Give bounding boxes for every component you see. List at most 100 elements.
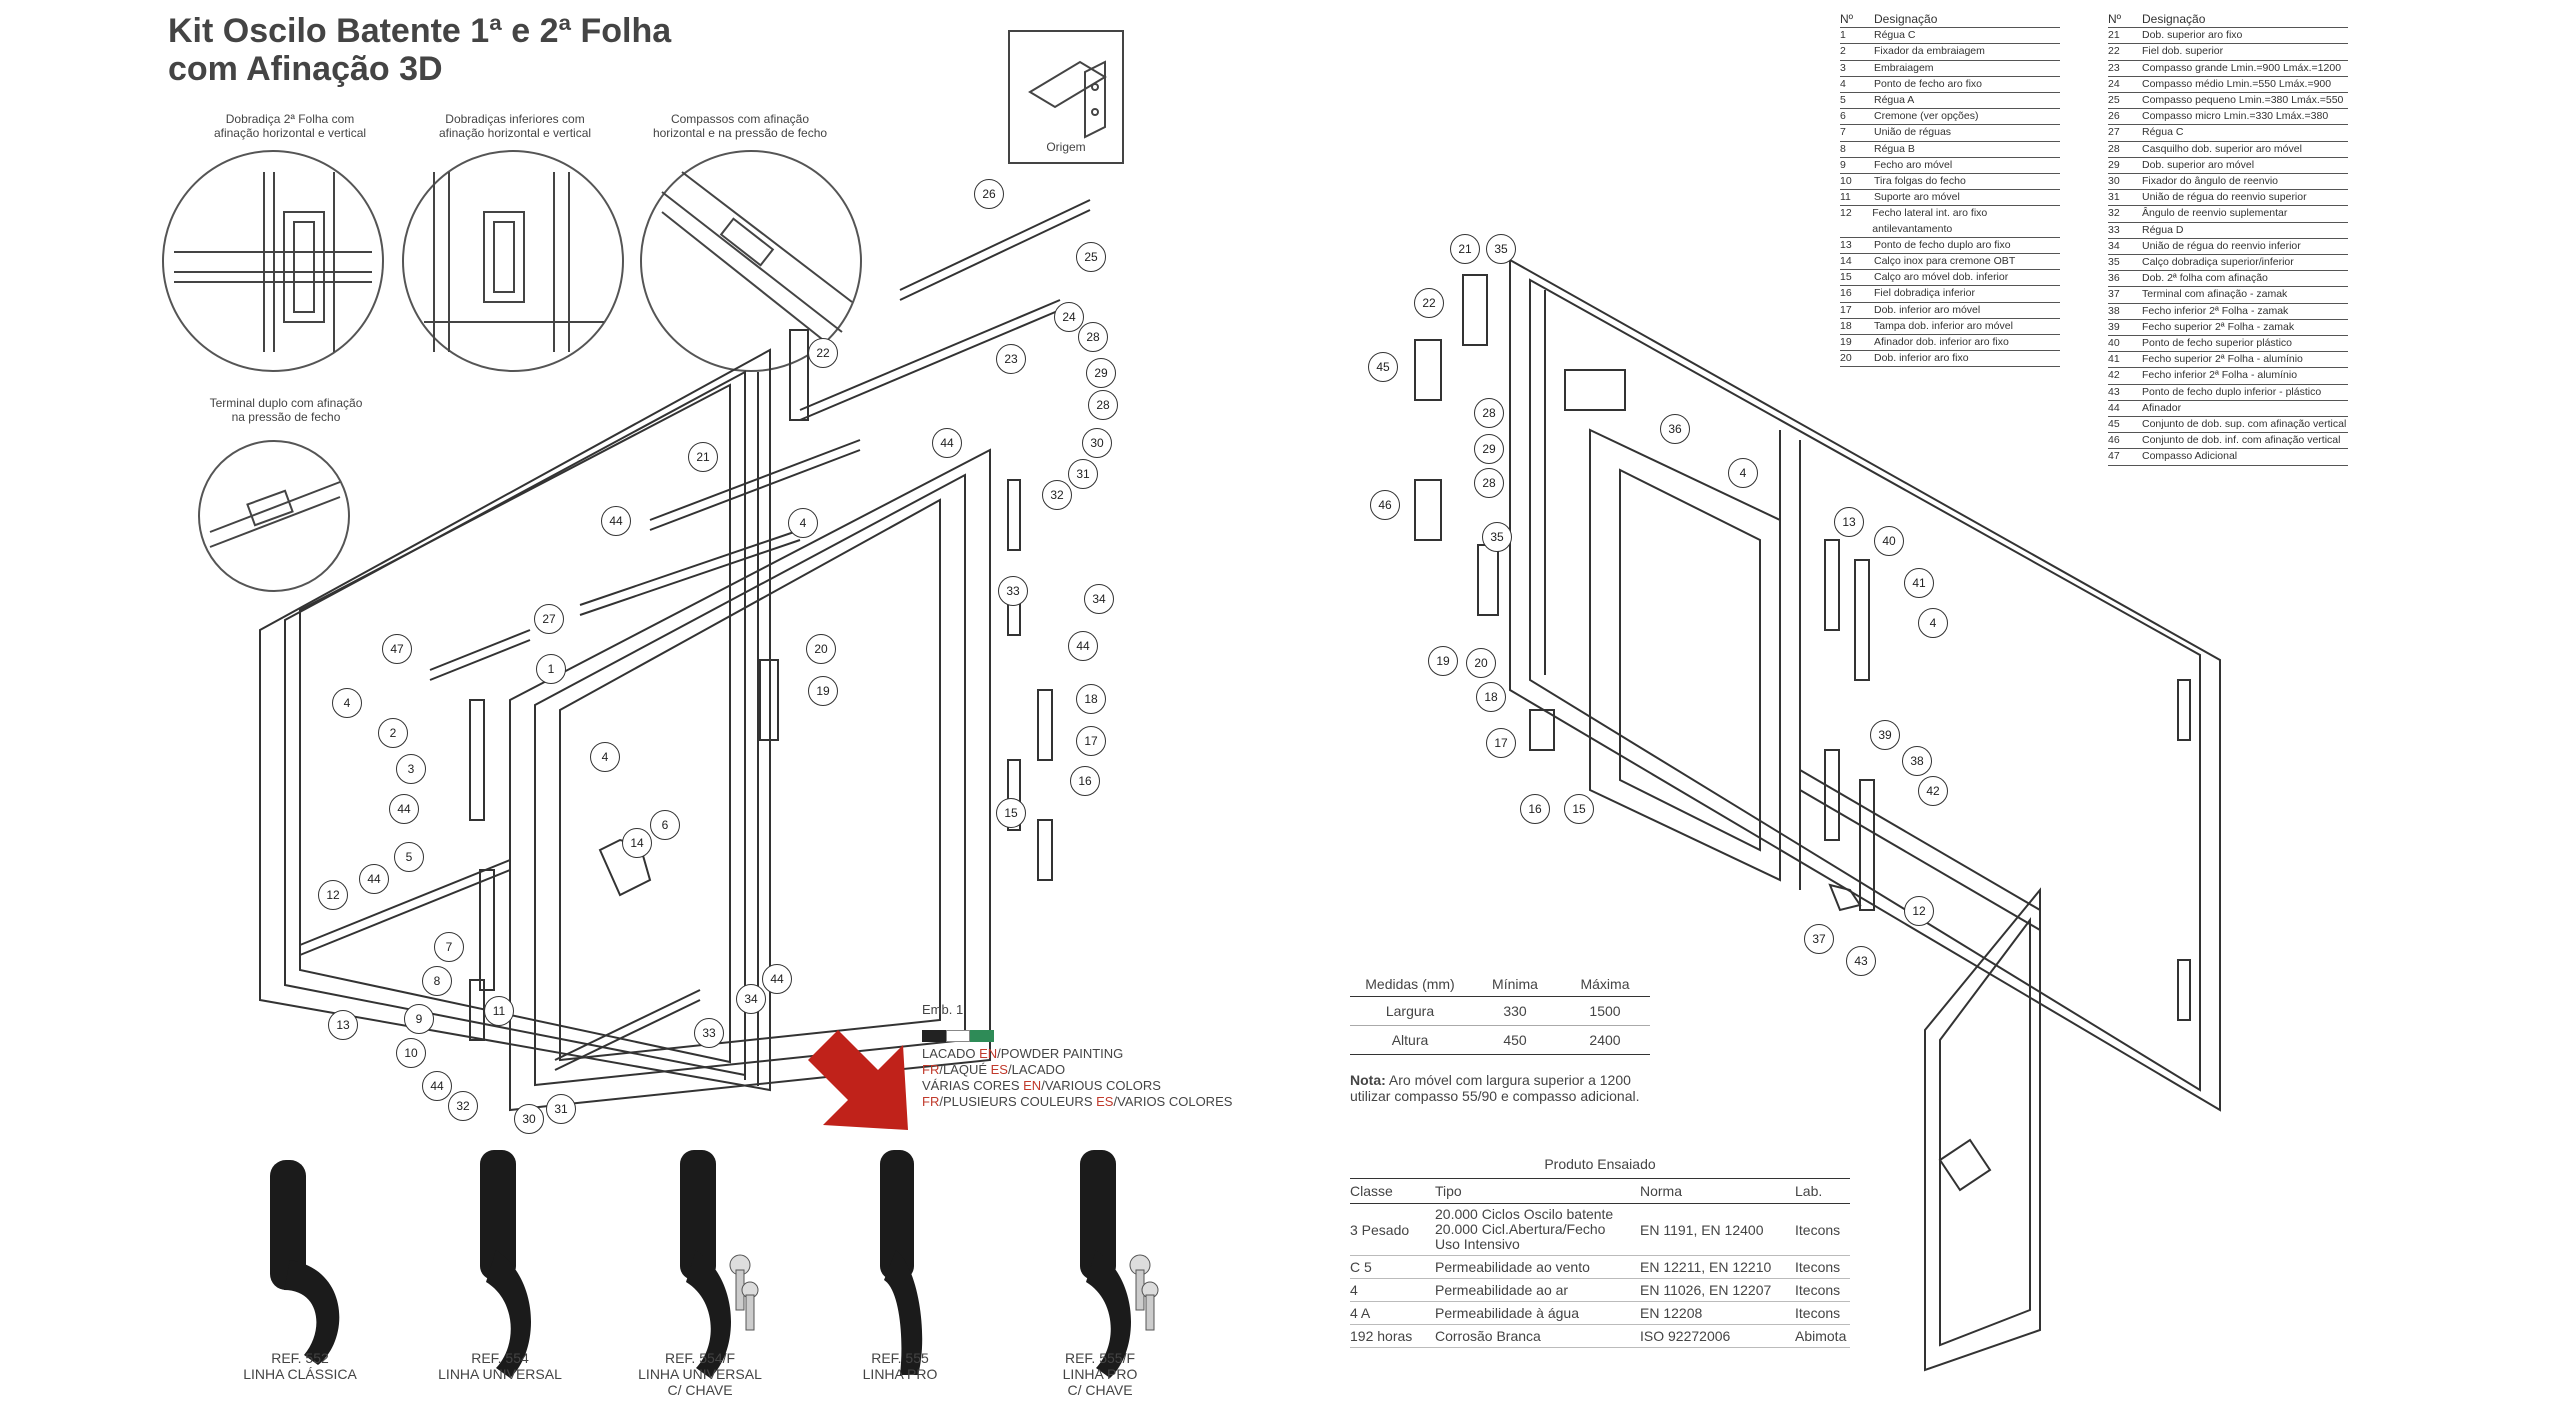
- detail-circle-compasso: [640, 150, 862, 372]
- legend-number: 24: [2108, 77, 2120, 90]
- legend-designation: Régua C: [1874, 29, 1916, 42]
- legend-number: 13: [1840, 238, 1852, 251]
- tested-type-line: Permeabilidade ao vento: [1435, 1258, 1590, 1275]
- swatch-green: [970, 1030, 994, 1042]
- legend-number: 28: [2108, 142, 2120, 155]
- exploded-view-left: [259, 199, 1091, 1112]
- legend-designation: Fixador da embraiagem: [1874, 45, 1985, 58]
- page-title: Kit Oscilo Batente 1ª e 2ª Folha com Afi…: [168, 12, 671, 88]
- legend-number: 47: [2108, 450, 2120, 463]
- legend-number: 4: [1840, 77, 1846, 90]
- handle-ref: REF. 552: [271, 1350, 329, 1366]
- legend-number: 17: [1840, 303, 1852, 316]
- tested-class: 3 Pesado: [1350, 1221, 1410, 1238]
- part-balloon-30: 30: [1082, 428, 1112, 458]
- legend-designation: Fecho superior 2ª Folha - zamak: [2142, 320, 2295, 333]
- legend-number: 32: [2108, 207, 2120, 220]
- tested-type-line: Uso Intensivo: [1435, 1236, 1520, 1252]
- origem-bracket-drawing: [1028, 60, 1107, 139]
- part-balloon-15: 15: [996, 798, 1026, 828]
- part-balloon-7: 7: [434, 932, 464, 962]
- tested-type-line: Corrosão Branca: [1435, 1327, 1541, 1344]
- part-balloon-37: 37: [1804, 924, 1834, 954]
- legend-designation: Conjunto de dob. inf. com afinação verti…: [2142, 434, 2341, 447]
- title-line-2: com Afinação 3D: [168, 50, 443, 88]
- legend-row: 17 Dob. inferior aro móvel: [1840, 303, 2060, 319]
- part-balloon-44: 44: [359, 864, 389, 894]
- legend-number: 16: [1840, 287, 1852, 300]
- callout-terminal-duplo: Terminal duplo com afinação na pressão d…: [209, 396, 363, 424]
- tested-norm: EN 12208: [1640, 1305, 1703, 1321]
- legend-number: 26: [2108, 110, 2120, 123]
- legend-number: 5: [1840, 94, 1846, 107]
- legend-designation: União de régua do reenvio superior: [2142, 191, 2307, 204]
- handle-line: LINHA PRO: [1062, 1366, 1138, 1382]
- legend-designation: Régua D: [2142, 223, 2184, 236]
- legend-number: 46: [2108, 434, 2120, 447]
- tested-class: C 5: [1350, 1259, 1372, 1275]
- title-line-1: Kit Oscilo Batente 1ª e 2ª Folha: [168, 12, 672, 50]
- legend-number: 3: [1840, 61, 1846, 74]
- part-balloon-10: 10: [396, 1038, 426, 1068]
- legend-number: 6: [1840, 110, 1846, 123]
- finish-text: LACADO EN/POWDER PAINTING FR/LAQUÉ ES/LA…: [922, 1046, 1262, 1110]
- legend-header-1: Nº Designação: [1840, 12, 2060, 29]
- legend-designation: Fixador do ângulo de reenvio: [2142, 175, 2279, 188]
- legend-designation: Conjunto de dob. sup. com afinação verti…: [2142, 418, 2347, 431]
- callout-dobradicas-inferiores: Dobradiças inferiores com afinação horiz…: [438, 112, 592, 140]
- handle-line: LINHA UNIVERSAL: [438, 1366, 562, 1382]
- part-balloon-6: 6: [650, 810, 680, 840]
- part-balloon-29: 29: [1086, 358, 1116, 388]
- part-balloon-25: 25: [1076, 242, 1106, 272]
- legend-number: 29: [2108, 158, 2120, 171]
- tested-lab: Abimota: [1795, 1328, 1847, 1344]
- handle-ref: REF. 554/F: [664, 1350, 736, 1366]
- part-balloon-17: 17: [1486, 728, 1516, 758]
- part-balloon-33: 33: [694, 1018, 724, 1048]
- legend-designation: Ponto de fecho duplo aro fixo: [1874, 238, 2011, 251]
- legend-designation: Fecho superior 2ª Folha - alumínio: [2142, 353, 2303, 366]
- finish-swatch: [922, 1030, 994, 1042]
- legend-number: 40: [2108, 337, 2120, 350]
- part-balloon-4: 4: [332, 688, 362, 718]
- part-balloon-19: 19: [1428, 646, 1458, 676]
- part-balloon-29: 29: [1474, 434, 1504, 464]
- legend-number: 39: [2108, 320, 2120, 333]
- legend-number: 38: [2108, 304, 2120, 317]
- part-balloon-44: 44: [422, 1071, 452, 1101]
- legend-designation: União de régua do reenvio inferior: [2142, 239, 2301, 252]
- legend-designation: Fecho lateral int. aro fixo antilevantam…: [1872, 207, 1988, 235]
- part-balloon-28: 28: [1474, 398, 1504, 428]
- legend-designation: Fecho inferior 2ª Folha - zamak: [2142, 304, 2289, 317]
- handle-icon: [680, 1150, 759, 1378]
- legend-designation: Dob. inferior aro móvel: [1874, 303, 1981, 316]
- part-balloon-20: 20: [806, 634, 836, 664]
- legend-number: 35: [2108, 256, 2120, 269]
- terminal-detail-drawing: [209, 481, 341, 548]
- part-balloon-13: 13: [1834, 507, 1864, 537]
- part-balloon-24: 24: [1054, 302, 1084, 332]
- tested-type: Permeabilidade ao ar: [1435, 1282, 1640, 1298]
- part-balloon-4: 4: [788, 508, 818, 538]
- legend-number: 42: [2108, 369, 2120, 382]
